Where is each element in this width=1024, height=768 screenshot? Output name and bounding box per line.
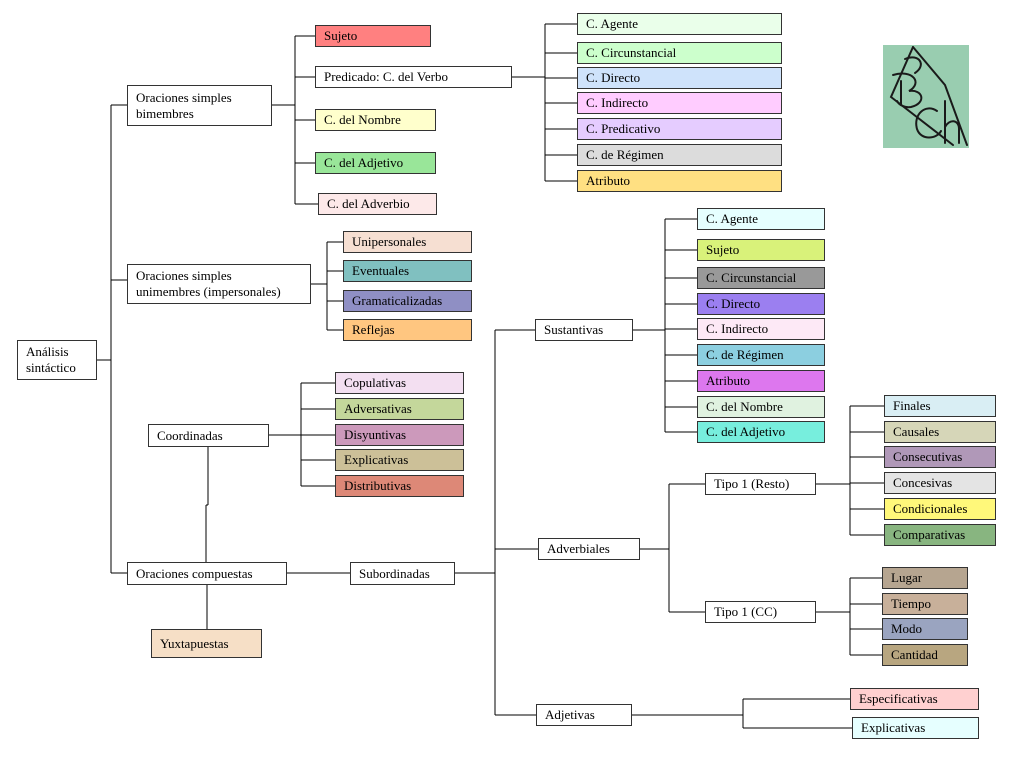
- c-del-adverbio-node: C. del Adverbio: [318, 193, 437, 215]
- disyuntivas-node: Disyuntivas: [335, 424, 464, 446]
- bch-monogram-icon: [889, 46, 968, 146]
- bimembres-label-line2: bimembres: [136, 105, 194, 121]
- concesivas-node: Concesivas: [884, 472, 996, 494]
- copulativas-node: Copulativas: [335, 372, 464, 394]
- sust-c-del-adjetivo-node: C. del Adjetivo: [697, 421, 825, 443]
- causales-node: Causales: [884, 421, 996, 443]
- sust-c-indirecto-node: C. Indirecto: [697, 318, 825, 340]
- unimembres-label-line1: Oraciones simples: [136, 268, 232, 284]
- oraciones-compuestas-node: Oraciones compuestas: [127, 562, 287, 585]
- comparativas-node: Comparativas: [884, 524, 996, 546]
- root-label-line2: sintáctico: [26, 360, 76, 375]
- verbo-c-directo-node: C. Directo: [577, 67, 782, 89]
- lugar-node: Lugar: [882, 567, 968, 589]
- distributivas-node: Distributivas: [335, 475, 464, 497]
- cantidad-node: Cantidad: [882, 644, 968, 666]
- bch-logo: [883, 45, 969, 148]
- unimembres-label-line2: unimembres (impersonales): [136, 284, 281, 299]
- explicativas-adj-node: Explicativas: [852, 717, 979, 739]
- predicado-node: Predicado: C. del Verbo: [315, 66, 512, 88]
- sust-c-de-regimen-node: C. de Régimen: [697, 344, 825, 366]
- sust-sujeto-node: Sujeto: [697, 239, 825, 261]
- finales-node: Finales: [884, 395, 996, 417]
- consecutivas-node: Consecutivas: [884, 446, 996, 468]
- c-del-adjetivo-node: C. del Adjetivo: [315, 152, 436, 174]
- tipo1-resto-node: Tipo 1 (Resto): [705, 473, 816, 495]
- verbo-c-indirecto-node: C. Indirecto: [577, 92, 782, 114]
- sust-c-agente-node: C. Agente: [697, 208, 825, 230]
- tipo1-cc-node: Tipo 1 (CC): [705, 601, 816, 623]
- bimembres-label-line1: Oraciones simples: [136, 89, 232, 105]
- yuxtapuestas-node: Yuxtapuestas: [151, 629, 262, 658]
- eventuales-node: Eventuales: [343, 260, 472, 282]
- sust-c-circunstancial-node: C. Circunstancial: [697, 267, 825, 289]
- condicionales-node: Condicionales: [884, 498, 996, 520]
- sustantivas-node: Sustantivas: [535, 319, 633, 341]
- unipersonales-node: Unipersonales: [343, 231, 472, 253]
- c-del-nombre-node: C. del Nombre: [315, 109, 436, 131]
- verbo-c-agente-node: C. Agente: [577, 13, 782, 35]
- root-label-line1: Análisis: [26, 344, 69, 360]
- especificativas-node: Especificativas: [850, 688, 979, 710]
- modo-node: Modo: [882, 618, 968, 640]
- subordinadas-node: Subordinadas: [350, 562, 455, 585]
- sust-atributo-node: Atributo: [697, 370, 825, 392]
- reflejas-node: Reflejas: [343, 319, 472, 341]
- coordinadas-node: Coordinadas: [148, 424, 269, 447]
- sust-c-del-nombre-node: C. del Nombre: [697, 396, 825, 418]
- verbo-atributo-node: Atributo: [577, 170, 782, 192]
- verbo-c-predicativo-node: C. Predicativo: [577, 118, 782, 140]
- tiempo-node: Tiempo: [882, 593, 968, 615]
- adverbiales-node: Adverbiales: [538, 538, 640, 560]
- gramaticalizadas-node: Gramaticalizadas: [343, 290, 472, 312]
- adversativas-node: Adversativas: [335, 398, 464, 420]
- sujeto-node: Sujeto: [315, 25, 431, 47]
- adjetivas-node: Adjetivas: [536, 704, 632, 726]
- sust-c-directo-node: C. Directo: [697, 293, 825, 315]
- verbo-c-circunstancial-node: C. Circunstancial: [577, 42, 782, 64]
- explicativas-coord-node: Explicativas: [335, 449, 464, 471]
- verbo-c-de-regimen-node: C. de Régimen: [577, 144, 782, 166]
